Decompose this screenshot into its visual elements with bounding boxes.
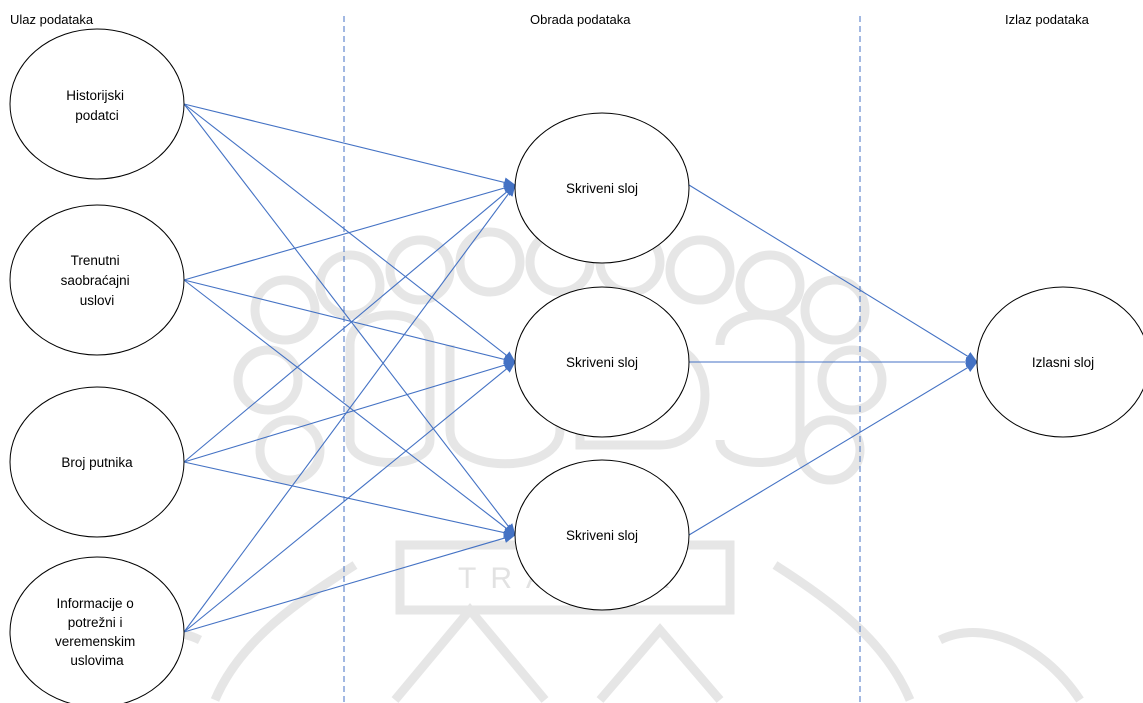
output-node: Izlasni sloj	[976, 286, 1143, 438]
node-circle	[514, 459, 690, 611]
section-label-processing: Obrada podataka	[530, 12, 631, 27]
edge-input-2-to-hidden-3	[183, 279, 516, 536]
node-label-line: Broj putnika	[61, 455, 133, 470]
svg-text:Izlasni sloj: Izlasni sloj	[1032, 355, 1094, 370]
svg-text:Skriveni sloj: Skriveni sloj	[566, 355, 638, 370]
node-label-line: podatci	[75, 108, 119, 123]
node-label-line: potrežni i	[68, 615, 123, 630]
edge-input-4-to-hidden-1	[183, 184, 516, 633]
input-node-traffic: Trenutni saobraćajni uslovi	[9, 204, 185, 356]
input-node-passengers: Broj putnika	[9, 386, 185, 538]
input-node-weather: Informacije o potrežni i veremenskim usl…	[9, 556, 185, 703]
node-circle	[9, 556, 185, 703]
input-node-historical: Historijski podatci	[9, 28, 185, 180]
edge-input-1-to-hidden-3	[183, 103, 516, 536]
section-label-output: Izlaz podataka	[1005, 12, 1090, 27]
edge-hidden-3-to-output	[688, 361, 978, 536]
node-label-line: Informacije o	[56, 596, 133, 611]
section-label-input: Ulaz podataka	[10, 12, 94, 27]
svg-text:Skriveni sloj: Skriveni sloj	[566, 181, 638, 196]
edge-input-3-to-hidden-1	[183, 184, 516, 463]
node-label-line: Trenutni	[71, 253, 120, 268]
node-label-line: uslovi	[80, 293, 115, 308]
edge-hidden-1-to-output	[688, 184, 978, 363]
node-label-line: Skriveni sloj	[566, 355, 638, 370]
svg-text:Historijski podatci: Historijski podatci	[66, 88, 128, 123]
node-circle	[9, 204, 185, 356]
connection-edges	[183, 103, 978, 633]
svg-text:Informacije o potrežni i: Informacije o potrežni i veremenskim usl…	[55, 596, 139, 668]
edge-input-3-to-hidden-2	[183, 360, 516, 463]
edge-input-2-to-hidden-2	[183, 279, 516, 365]
hidden-node-2: Skriveni sloj	[514, 286, 690, 438]
edge-input-4-to-hidden-3	[183, 533, 516, 633]
node-circle	[9, 28, 185, 180]
node-label-line: uslovima	[70, 653, 124, 668]
node-label-line: Skriveni sloj	[566, 181, 638, 196]
hidden-node-1: Skriveni sloj	[514, 112, 690, 264]
node-circle	[9, 386, 185, 538]
node-circle	[514, 286, 690, 438]
edge-input-2-to-hidden-1	[183, 183, 516, 281]
node-circle	[976, 286, 1143, 438]
node-label-line: veremenskim	[55, 634, 135, 649]
node-label-line: Izlasni sloj	[1032, 355, 1094, 370]
node-label-line: Skriveni sloj	[566, 528, 638, 543]
node-label-line: saobraćajni	[61, 273, 130, 288]
hidden-node-3: Skriveni sloj	[514, 459, 690, 611]
svg-text:Broj putnika: Broj putnika	[61, 455, 133, 470]
node-label-line: Historijski	[66, 88, 124, 103]
edge-input-4-to-hidden-2	[183, 361, 516, 633]
edge-input-3-to-hidden-3	[183, 461, 516, 538]
svg-text:Skriveni sloj: Skriveni sloj	[566, 528, 638, 543]
node-circle	[514, 112, 690, 264]
svg-text:Trenutni saobraćajni: Trenutni saobraćajni uslovi	[61, 253, 134, 308]
edge-input-1-to-hidden-1	[183, 103, 516, 188]
